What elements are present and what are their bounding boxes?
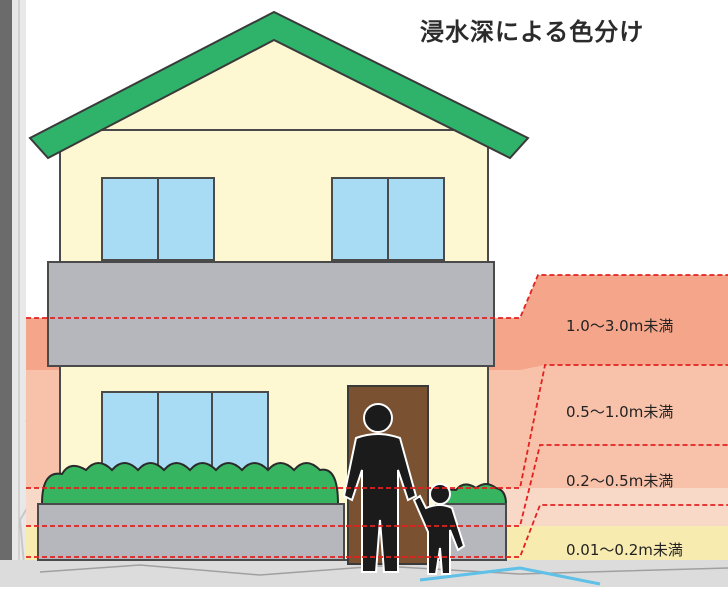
legend-label-0-5-1-0m: 0.5〜1.0m未満 bbox=[566, 403, 674, 421]
legend-label-1-0-3-0m: 1.0〜3.0m未満 bbox=[566, 317, 674, 335]
legend-label-0-01-0-2m: 0.01〜0.2m未満 bbox=[566, 541, 683, 559]
hedge-left bbox=[37, 462, 345, 561]
roof bbox=[28, 10, 530, 160]
upper-window-right bbox=[331, 177, 445, 261]
band-step-top bbox=[520, 275, 728, 318]
balcony bbox=[47, 261, 495, 367]
diagram-title: 浸水深による色分け bbox=[420, 18, 645, 46]
legend-label-0-2-0-5m: 0.2〜0.5m未満 bbox=[566, 472, 674, 490]
band-step-mid bbox=[520, 365, 728, 370]
depth-lines bbox=[26, 274, 728, 558]
upper-window-left bbox=[101, 177, 215, 261]
person-adult-icon bbox=[342, 403, 418, 573]
person-child-icon bbox=[412, 483, 466, 575]
house bbox=[28, 10, 530, 565]
